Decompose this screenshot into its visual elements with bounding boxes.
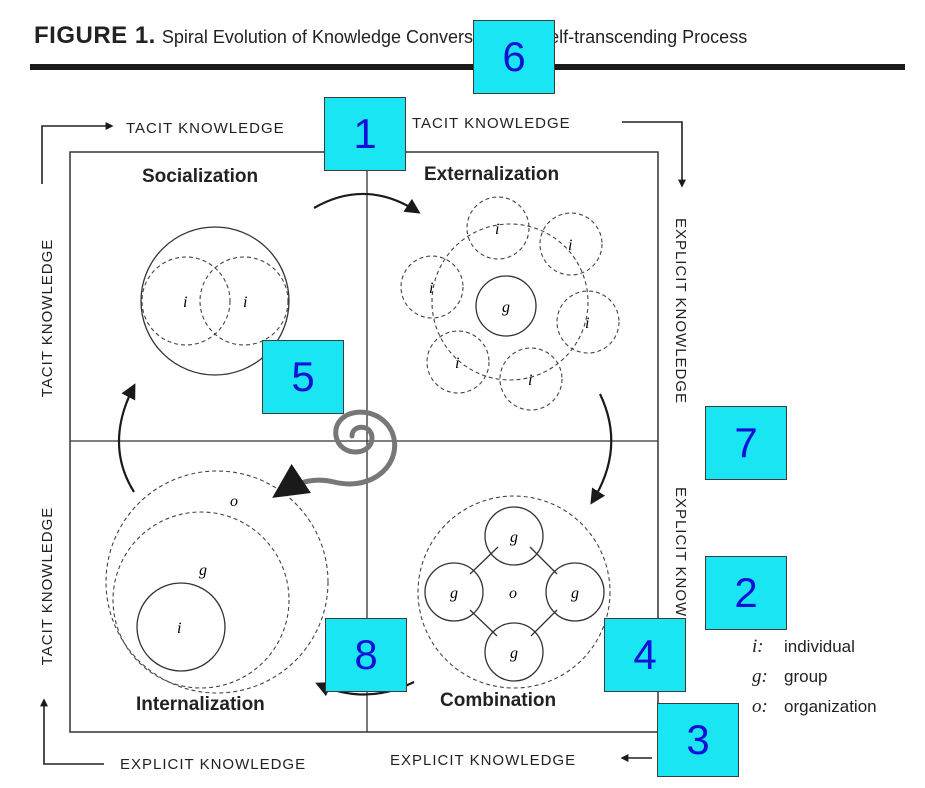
flow-arrow-bottom-left	[40, 698, 104, 765]
legend-key-group: g:	[752, 666, 768, 687]
symbol-individual: i	[243, 294, 247, 311]
symbol-group: g	[502, 299, 510, 316]
symbol-individual: i	[455, 355, 459, 372]
callout-badge-4[interactable]: 4	[604, 618, 686, 692]
legend-text-individual: individual	[784, 637, 855, 656]
callout-badge-5[interactable]: 5	[262, 340, 344, 414]
legend-key-organization: o:	[752, 696, 768, 717]
edge-label-left-bottom: TACIT KNOWLEDGE	[39, 507, 56, 666]
callout-badge-2[interactable]: 2	[705, 556, 787, 630]
legend-text-organization: organization	[784, 697, 877, 716]
knowledge-spiral	[272, 409, 398, 498]
edge-label-right-top: EXPLICIT KNOWLEDGE	[672, 218, 689, 404]
edge-label-top-left: TACIT KNOWLEDGE	[126, 120, 285, 137]
symbol-group: g	[510, 645, 518, 662]
symbol-group: g	[510, 529, 518, 546]
symbol-group: g	[571, 585, 579, 602]
callout-badge-3[interactable]: 3	[657, 703, 739, 777]
figure-title-text: Spiral Evolution of Knowledge Conversion…	[161, 27, 748, 47]
internalization-graphic: o g i	[105, 470, 329, 694]
combination-graphic: g g g g o	[417, 495, 611, 689]
quadrant-title-combination: Combination	[440, 690, 556, 711]
symbol-individual: i	[183, 294, 187, 311]
edge-label-top-right: TACIT KNOWLEDGE	[412, 115, 571, 132]
figure-title: FIGURE 1.Spiral Evolution of Knowledge C…	[34, 22, 904, 56]
quadrant-title-socialization: Socialization	[142, 166, 258, 187]
symbol-organization: o	[509, 585, 517, 602]
legend-key-individual: i:	[752, 636, 764, 657]
figure-title-lead: FIGURE 1.	[34, 22, 156, 49]
symbol-individual: i	[528, 372, 532, 389]
callout-badge-6[interactable]: 6	[473, 20, 555, 94]
edge-label-left-top: TACIT KNOWLEDGE	[39, 239, 56, 398]
symbol-individual: i	[568, 237, 572, 254]
socialization-graphic: i i	[140, 226, 290, 376]
callout-badge-8[interactable]: 8	[325, 618, 407, 692]
legend: i: individual g: group o: organization	[752, 636, 877, 717]
callout-badge-7[interactable]: 7	[705, 406, 787, 480]
flow-arrow-top-left	[41, 122, 114, 184]
legend-text-group: group	[784, 667, 827, 686]
symbol-group: g	[450, 585, 458, 602]
edge-label-bottom-left: EXPLICIT KNOWLEDGE	[120, 756, 306, 773]
symbol-organization: o	[230, 493, 238, 510]
conversion-arrow-socialization-externalization	[313, 192, 421, 214]
quadrant-title-internalization: Internalization	[136, 694, 265, 715]
symbol-individual: i	[429, 280, 433, 297]
externalization-graphic: g i i i i i i	[400, 196, 620, 411]
symbol-individual: i	[177, 620, 181, 637]
symbol-group: g	[199, 562, 207, 579]
conversion-arrow-internalization-socialization	[118, 383, 136, 493]
quadrant-title-externalization: Externalization	[424, 164, 559, 185]
flow-arrow-top-right	[622, 121, 686, 188]
callout-badge-1[interactable]: 1	[324, 97, 406, 171]
symbol-individual: i	[585, 315, 589, 332]
symbol-individual: i	[495, 221, 499, 238]
title-rule	[30, 64, 905, 70]
conversion-arrow-externalization-combination	[590, 393, 613, 505]
edge-label-bottom-right: EXPLICIT KNOWLEDGE	[390, 752, 576, 769]
